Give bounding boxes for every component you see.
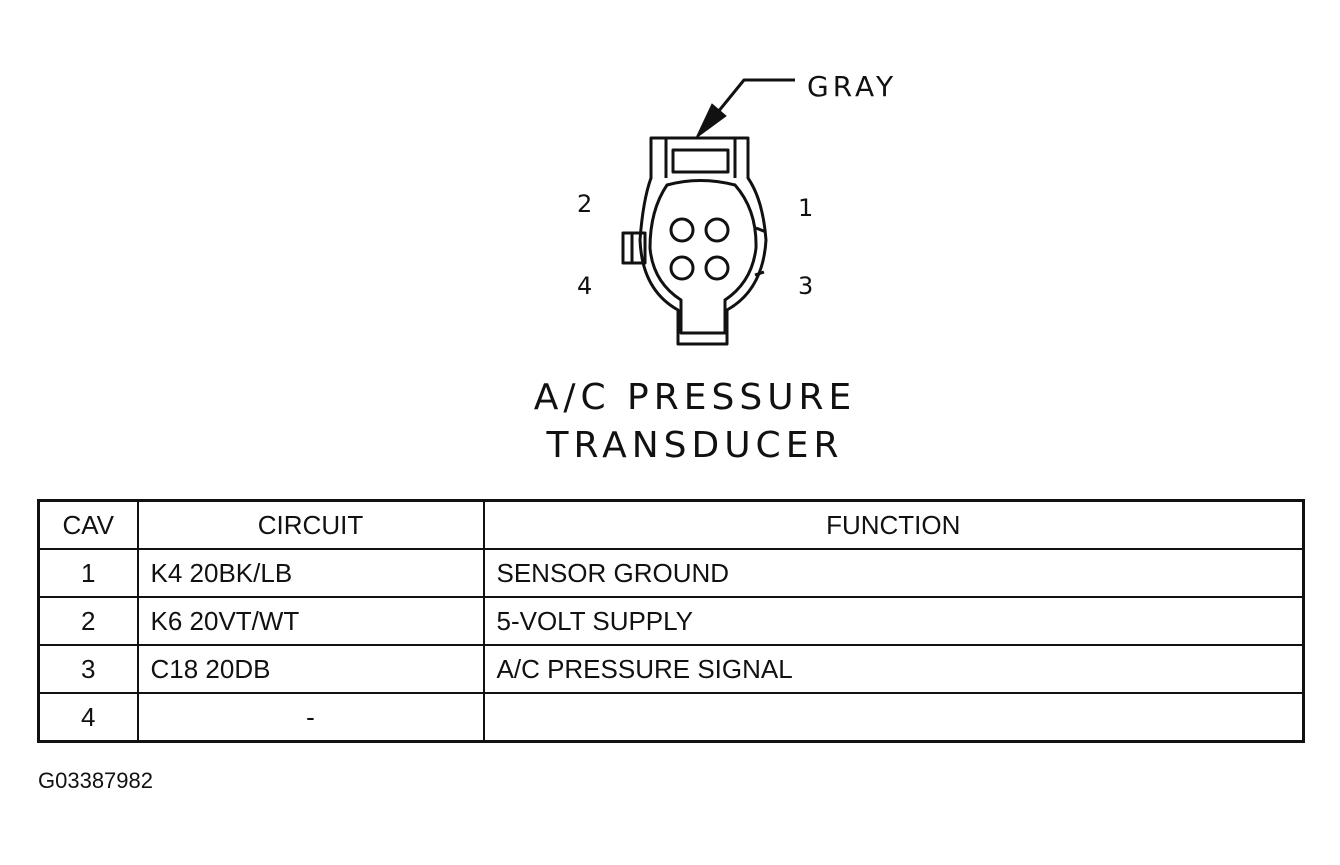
cell-circuit: C18 20DB (136, 644, 485, 694)
table-header-row: CAV CIRCUIT FUNCTION (37, 499, 1305, 550)
table-row: 4 - (37, 692, 1305, 743)
cavity-label-3: 3 (798, 272, 814, 300)
cell-function: 5-VOLT SUPPLY (482, 596, 1305, 646)
header-circuit: CIRCUIT (136, 499, 485, 550)
cavity-3-hole (704, 255, 730, 281)
pinout-table: CAV CIRCUIT FUNCTION 1 K4 20BK/LB SENSOR… (37, 499, 1305, 743)
connector-diagram: GRAY 2 1 4 3 A/C PRESSURE TRANSDUCER (533, 70, 898, 466)
table-row: 3 C18 20DB A/C PRESSURE SIGNAL (37, 644, 1305, 694)
cavity-4-hole (669, 255, 695, 281)
cell-circuit: - (136, 692, 485, 743)
cavity-label-1: 1 (798, 194, 814, 222)
cell-circuit: K4 20BK/LB (136, 548, 485, 598)
cell-function: SENSOR GROUND (482, 548, 1305, 598)
connector-drawing (621, 78, 795, 346)
connector-title-line1: A/C PRESSURE (533, 377, 857, 418)
cell-cav: 4 (37, 692, 139, 743)
connector-title-line2: TRANSDUCER (546, 425, 844, 466)
cavity-1-hole (704, 217, 730, 243)
table-row: 2 K6 20VT/WT 5-VOLT SUPPLY (37, 596, 1305, 646)
connector-housing (638, 136, 768, 346)
cavity-label-2: 2 (577, 190, 593, 218)
cell-cav: 3 (37, 644, 139, 694)
cell-circuit: K6 20VT/WT (136, 596, 485, 646)
connector-color-label: GRAY (807, 70, 898, 103)
cell-function (482, 692, 1305, 743)
connector-inner-ring (648, 179, 758, 335)
connector-lock-tab (621, 231, 647, 265)
cell-cav: 1 (37, 548, 139, 598)
header-function: FUNCTION (482, 499, 1305, 550)
connector-keyway (754, 226, 767, 277)
header-cav: CAV (37, 499, 139, 550)
cavity-label-4: 4 (577, 272, 593, 300)
table-row: 1 K4 20BK/LB SENSOR GROUND (37, 548, 1305, 598)
cavity-2-hole (669, 217, 695, 243)
connector-latch (664, 138, 737, 178)
figure-id: G03387982 (38, 768, 153, 793)
cell-function: A/C PRESSURE SIGNAL (482, 644, 1305, 694)
cell-cav: 2 (37, 596, 139, 646)
color-leader-arrowhead (695, 103, 727, 139)
